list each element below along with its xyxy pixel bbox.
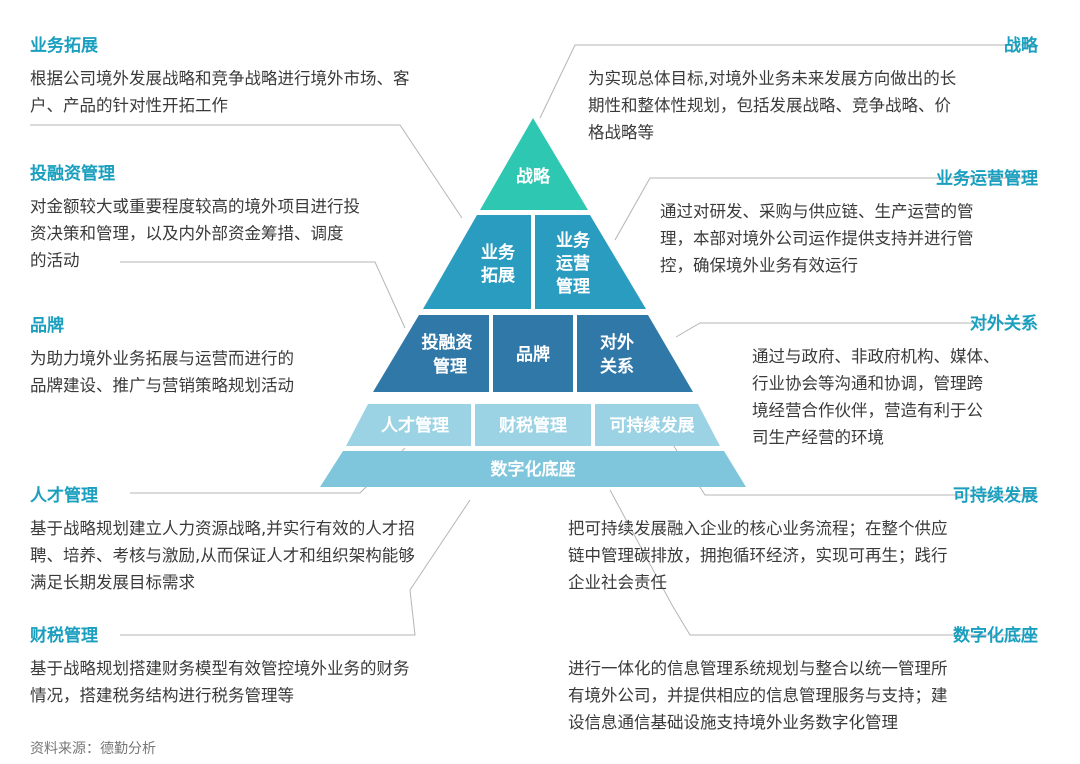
desc-line: 品牌建设、推广与营销策略规划活动 [30, 376, 294, 395]
desc-line: 聘、培养、考核与激励,从而保证人才和组织架构能够 [30, 546, 415, 565]
pyramid-row2-label: 业务 [556, 230, 591, 251]
pyramid-cell-finance-tax [475, 404, 591, 446]
desc-line: 为助力境外业务拓展与运营而进行的 [30, 349, 294, 368]
pyramid-row3-label: 管理 [433, 356, 467, 377]
pyramid-row4-label: 人才管理 [381, 415, 449, 436]
desc-business-expansion: 业务拓展 根据公司境外发展战略和竞争战略进行境外市场、客 户、产品的针对性开拓工… [30, 35, 500, 119]
pyramid-cell-business-expansion [423, 215, 531, 309]
desc-text: 为助力境外业务拓展与运营而进行的 品牌建设、推广与营销策略规划活动 [30, 345, 390, 399]
desc-text: 把可持续发展融入企业的核心业务流程；在整个供应 链中管理碳排放，拥抱循环经济，实… [568, 515, 1038, 596]
connector-line [120, 499, 471, 636]
desc-title: 对外关系 [970, 314, 1038, 334]
desc-text: 通过与政府、非政府机构、媒体、 行业协会等沟通和协调，管理跨 境经营合作伙伴，营… [752, 343, 1038, 451]
desc-line: 把可持续发展融入企业的核心业务流程；在整个供应 [568, 519, 948, 538]
connector-line [120, 261, 406, 329]
desc-text: 为实现总体目标,对境外业务未来发展方向做出的长 期性和整体性规划，包括发展战略、… [588, 65, 1038, 146]
pyramid-cell-business-operations [535, 215, 646, 309]
pyramid-row2-label: 拓展 [481, 266, 515, 286]
connector-line [675, 322, 1035, 338]
pyramid-row3-label: 投融资 [422, 332, 473, 353]
desc-line: 设信息通信基础设施支持境外业务数字化管理 [568, 713, 898, 732]
desc-sustainability: 可持续发展 把可持续发展融入企业的核心业务流程；在整个供应 链中管理碳排放，拥抱… [568, 485, 1038, 596]
desc-text: 通过对研发、采购与供应链、生产运营的管 理，本部对境外公司运作提供支持并进行管 … [660, 198, 1038, 279]
connector-lines [30, 44, 1035, 636]
desc-text: 对金额较大或重要程度较高的境外项目进行投 资决策和管理，以及内外部资金筹措、调度… [30, 193, 450, 274]
pyramid-row4-label: 财税管理 [498, 415, 567, 436]
desc-line: 情况，搭建税务结构进行税务管理等 [30, 686, 294, 705]
pyramid-row2-label: 运营 [556, 253, 590, 274]
connector-line [609, 489, 1035, 636]
pyramid-cell-sustainability [595, 404, 720, 446]
desc-title: 人才管理 [30, 486, 98, 506]
pyramid-row4-label: 可持续发展 [610, 415, 695, 436]
pyramid-row2-label: 业务 [481, 242, 516, 263]
desc-line: 根据公司境外发展战略和竞争战略进行境外市场、客 [30, 69, 410, 88]
desc-line: 链中管理碳排放，拥抱循环经济，实现可再生；践行 [568, 546, 948, 565]
desc-line: 通过与政府、非政府机构、媒体、 [752, 347, 1000, 366]
pyramid-row3-label: 对外 [600, 332, 634, 353]
pyramid-cell-investment-finance [373, 315, 489, 392]
pyramid-row3-label: 品牌 [516, 344, 550, 365]
pyramid-cell-brand [493, 315, 573, 392]
connector-line [539, 44, 1035, 119]
desc-line: 境经营合作伙伴，营造有利于公 [752, 401, 983, 420]
pyramid-row2-label: 管理 [556, 276, 590, 297]
desc-line: 通过对研发、采购与供应链、生产运营的管 [660, 202, 974, 221]
desc-title: 业务拓展 [30, 36, 98, 56]
desc-line: 企业社会责任 [568, 573, 667, 592]
desc-line: 户、产品的针对性开拓工作 [30, 96, 228, 115]
desc-title: 战略 [1004, 36, 1038, 56]
desc-line: 资决策和管理，以及内外部资金筹措、调度 [30, 224, 344, 243]
desc-title: 数字化底座 [953, 626, 1038, 646]
desc-line: 格战略等 [588, 123, 654, 142]
desc-talent: 人才管理 基于战略规划建立人力资源战略,并实行有效的人才招 聘、培养、考核与激励… [30, 485, 510, 596]
desc-line: 基于战略规划建立人力资源战略,并实行有效的人才招 [30, 519, 415, 538]
desc-text: 根据公司境外发展战略和竞争战略进行境外市场、客 户、产品的针对性开拓工作 [30, 65, 500, 119]
desc-line: 司生产经营的环境 [752, 428, 884, 447]
desc-text: 进行一体化的信息管理系统规划与整合以统一管理所 有境外公司，并提供相应的信息管理… [568, 655, 1038, 736]
desc-strategy: 战略 为实现总体目标,对境外业务未来发展方向做出的长 期性和整体性规划，包括发展… [588, 35, 1038, 146]
pyramid-base-label: 数字化底座 [491, 459, 576, 480]
desc-business-operations: 业务运营管理 通过对研发、采购与供应链、生产运营的管 理，本部对境外公司运作提供… [660, 168, 1038, 279]
connector-line [30, 124, 463, 219]
desc-title: 业务运营管理 [936, 169, 1038, 189]
desc-line: 进行一体化的信息管理系统规划与整合以统一管理所 [568, 659, 948, 678]
desc-line: 行业协会等沟通和协调，管理跨 [752, 374, 983, 393]
connector-line [614, 177, 1035, 241]
desc-finance-tax: 财税管理 基于战略规划搭建财务模型有效管控境外业务的财务 情况，搭建税务结构进行… [30, 625, 500, 709]
pyramid-row3-label: 关系 [600, 356, 634, 377]
desc-text: 基于战略规划建立人力资源战略,并实行有效的人才招 聘、培养、考核与激励,从而保证… [30, 515, 510, 596]
desc-line: 有境外公司，并提供相应的信息管理服务与支持；建 [568, 686, 948, 705]
desc-line: 基于战略规划搭建财务模型有效管控境外业务的财务 [30, 659, 410, 678]
pyramid-top-strategy [480, 118, 588, 210]
pyramid-top-label: 战略 [516, 166, 551, 187]
desc-line: 理，本部对境外公司运作提供支持并进行管 [660, 229, 974, 248]
desc-line: 控，确保境外业务有效运行 [660, 256, 858, 275]
desc-investment-finance: 投融资管理 对金额较大或重要程度较高的境外项目进行投 资决策和管理，以及内外部资… [30, 163, 450, 274]
desc-line: 满足长期发展目标需求 [30, 573, 195, 592]
desc-line: 对金额较大或重要程度较高的境外项目进行投 [30, 197, 360, 216]
desc-digital-foundation: 数字化底座 进行一体化的信息管理系统规划与整合以统一管理所 有境外公司，并提供相… [568, 625, 1038, 736]
desc-title: 投融资管理 [30, 164, 115, 184]
pyramid-base-digital [320, 451, 746, 487]
desc-line: 的活动 [30, 251, 80, 270]
desc-text: 基于战略规划搭建财务模型有效管控境外业务的财务 情况，搭建税务结构进行税务管理等 [30, 655, 500, 709]
desc-title: 品牌 [30, 316, 64, 336]
desc-line: 为实现总体目标,对境外业务未来发展方向做出的长 [588, 69, 957, 88]
desc-title: 财税管理 [30, 626, 98, 646]
pyramid-cell-talent [346, 404, 471, 446]
desc-title: 可持续发展 [953, 486, 1038, 506]
desc-external-relations: 对外关系 通过与政府、非政府机构、媒体、 行业协会等沟通和协调，管理跨 境经营合… [752, 313, 1038, 451]
desc-brand: 品牌 为助力境外业务拓展与运营而进行的 品牌建设、推广与营销策略规划活动 [30, 315, 390, 399]
pyramid-cell-external-relations [577, 315, 693, 392]
desc-line: 期性和整体性规划，包括发展战略、竞争战略、价 [588, 96, 951, 115]
source-note: 资料来源：德勤分析 [30, 741, 156, 757]
